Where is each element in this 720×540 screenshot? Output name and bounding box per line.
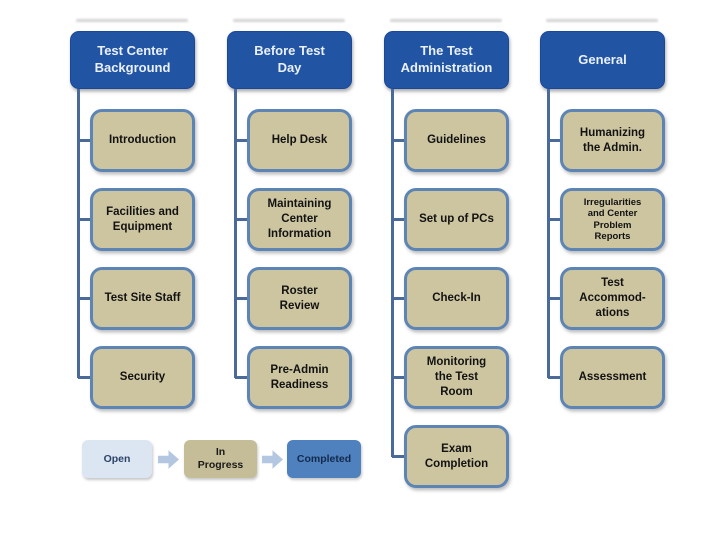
connector-stub [548, 376, 561, 379]
node-guidelines: Guidelines [404, 109, 509, 172]
node-maintaining-center-information: Maintaining Center Information [247, 188, 352, 251]
legend-in-progress-box: In Progress [184, 440, 257, 478]
node-humanizing-the-admin: Humanizing the Admin. [560, 109, 665, 172]
node-assessment: Assessment [560, 346, 665, 409]
connector-stub [235, 139, 248, 142]
node-set-up-of-pcs: Set up of PCs [404, 188, 509, 251]
connector-line [547, 89, 550, 378]
shadow-artifact [390, 19, 502, 22]
connector-stub [392, 376, 405, 379]
node-test-accommodations: Test Accommod- ations [560, 267, 665, 330]
header-general: General [540, 31, 665, 89]
header-the-test-administration: The Test Administration [384, 31, 509, 89]
connector-stub [235, 218, 248, 221]
legend-open-box: Open [82, 440, 152, 478]
shadow-artifact [546, 19, 658, 22]
shadow-artifact [233, 19, 345, 22]
connector-stub [78, 297, 91, 300]
header-before-test-day: Before Test Day [227, 31, 352, 89]
connector-stub [78, 376, 91, 379]
node-facilities-and-equipment: Facilities and Equipment [90, 188, 195, 251]
node-test-site-staff: Test Site Staff [90, 267, 195, 330]
header-test-center-background: Test Center Background [70, 31, 195, 89]
legend-completed-box: Completed [287, 440, 361, 478]
node-monitoring-the-test-room: Monitoring the Test Room [404, 346, 509, 409]
connector-stub [235, 376, 248, 379]
connector-stub [78, 139, 91, 142]
node-security: Security [90, 346, 195, 409]
node-pre-admin-readiness: Pre-Admin Readiness [247, 346, 352, 409]
connector-stub [392, 218, 405, 221]
node-help-desk: Help Desk [247, 109, 352, 172]
connector-stub [548, 139, 561, 142]
connector-stub [392, 139, 405, 142]
node-introduction: Introduction [90, 109, 195, 172]
connector-stub [392, 297, 405, 300]
connector-stub [548, 297, 561, 300]
node-check-in: Check-In [404, 267, 509, 330]
connector-line [234, 89, 237, 378]
node-irregularities-and-center-problem-reports: Irregularities and Center Problem Report… [560, 188, 665, 251]
connector-stub [392, 455, 405, 458]
connector-stub [235, 297, 248, 300]
shadow-artifact [76, 19, 188, 22]
node-roster-review: Roster Review [247, 267, 352, 330]
arrow-right-icon [262, 450, 283, 469]
connector-line [77, 89, 80, 378]
connector-line [391, 89, 394, 457]
arrow-right-icon [158, 450, 179, 469]
node-exam-completion: Exam Completion [404, 425, 509, 488]
connector-stub [548, 218, 561, 221]
connector-stub [78, 218, 91, 221]
